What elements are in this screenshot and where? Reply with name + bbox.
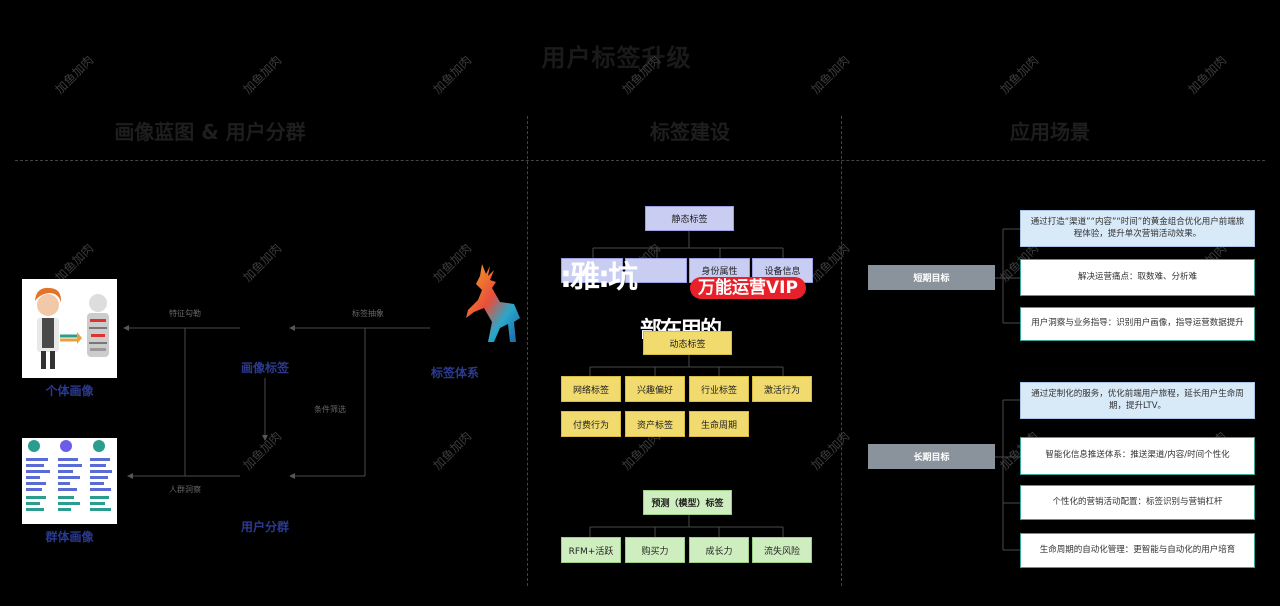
individual-portrait-label: 个体画像 <box>45 384 94 398</box>
dynamic-tag-5: 付费行为 <box>561 411 621 437</box>
condition-filter-label: 条件筛选 <box>314 405 346 414</box>
long-term-item-1: 通过定制化的服务，优化前端用户旅程，延长用户生命周期，提升LTV。 <box>1020 382 1255 419</box>
overlay-glitch-text: :雅:坑 <box>560 260 638 295</box>
dynamic-tag-4: 激活行为 <box>752 376 812 402</box>
header-divider <box>15 160 1265 161</box>
section-right-title: 应用场景 <box>1010 120 1090 144</box>
column-divider-1 <box>527 116 528 586</box>
crowd-insight-label: 人群洞察 <box>169 485 201 494</box>
short-term-item-2: 解决运营痛点：取数难、分析难 <box>1020 259 1255 296</box>
dynamic-tags-title: 动态标签 <box>643 331 732 355</box>
short-term-item-3: 用户洞察与业务指导：识别用户画像，指导运营数据提升 <box>1020 307 1255 341</box>
person-illustration-icon <box>35 287 109 369</box>
dynamic-tag-7: 生命周期 <box>689 411 749 437</box>
group-portrait-image <box>22 438 117 524</box>
dynamic-tag-6: 资产标签 <box>625 411 685 437</box>
group-portrait-label: 群体画像 <box>45 530 94 544</box>
deer-logo-icon <box>466 264 520 342</box>
tag-extract-label: 标签抽象 <box>352 309 384 318</box>
dynamic-tag-3: 行业标签 <box>689 376 749 402</box>
long-term-goal: 长期目标 <box>868 444 995 469</box>
long-term-item-3: 个性化的营销活动配置：标签识别与营销杠杆 <box>1020 485 1255 520</box>
tag-system-label: 标签体系 <box>430 366 479 380</box>
column-divider-2 <box>841 116 842 586</box>
section-middle-title: 标签建设 <box>650 120 730 144</box>
portrait-tags-label: 画像标签 <box>240 361 289 375</box>
long-term-item-2: 智能化信息推送体系：推送渠道/内容/时间个性化 <box>1020 437 1255 475</box>
predict-tag-1: RFM+活跃 <box>561 537 621 563</box>
predict-tag-3: 成长力 <box>689 537 749 563</box>
feature-extract-label: 特征勾勒 <box>169 309 201 318</box>
short-term-goal: 短期目标 <box>868 265 995 290</box>
static-tags-title: 静态标签 <box>645 206 734 231</box>
dynamic-tag-1: 网络标签 <box>561 376 621 402</box>
page-title: 用户标签升级 <box>541 44 692 72</box>
individual-portrait-image <box>22 279 117 378</box>
predict-tag-4: 流失风险 <box>752 537 812 563</box>
group-stats-illustration-icon <box>26 440 112 511</box>
short-term-item-1: 通过打造“渠道”“内容”“时间”的黄金组合优化用户前端旅程体验，提升单次营销活动… <box>1020 210 1255 247</box>
static-tag-hidden <box>561 258 623 283</box>
user-groups-label: 用户分群 <box>240 520 289 534</box>
predict-tag-2: 购买力 <box>625 537 685 563</box>
static-tag-hidden-2 <box>625 258 687 283</box>
predict-tags-title: 预测（模型）标签 <box>643 490 732 515</box>
vip-badge: 万能运营VIP <box>690 277 806 299</box>
section-left-title: 画像蓝图 & 用户分群 <box>114 120 306 144</box>
long-term-item-4: 生命周期的自动化管理：更智能与自动化的用户培育 <box>1020 533 1255 568</box>
dynamic-tag-2: 兴趣偏好 <box>625 376 685 402</box>
